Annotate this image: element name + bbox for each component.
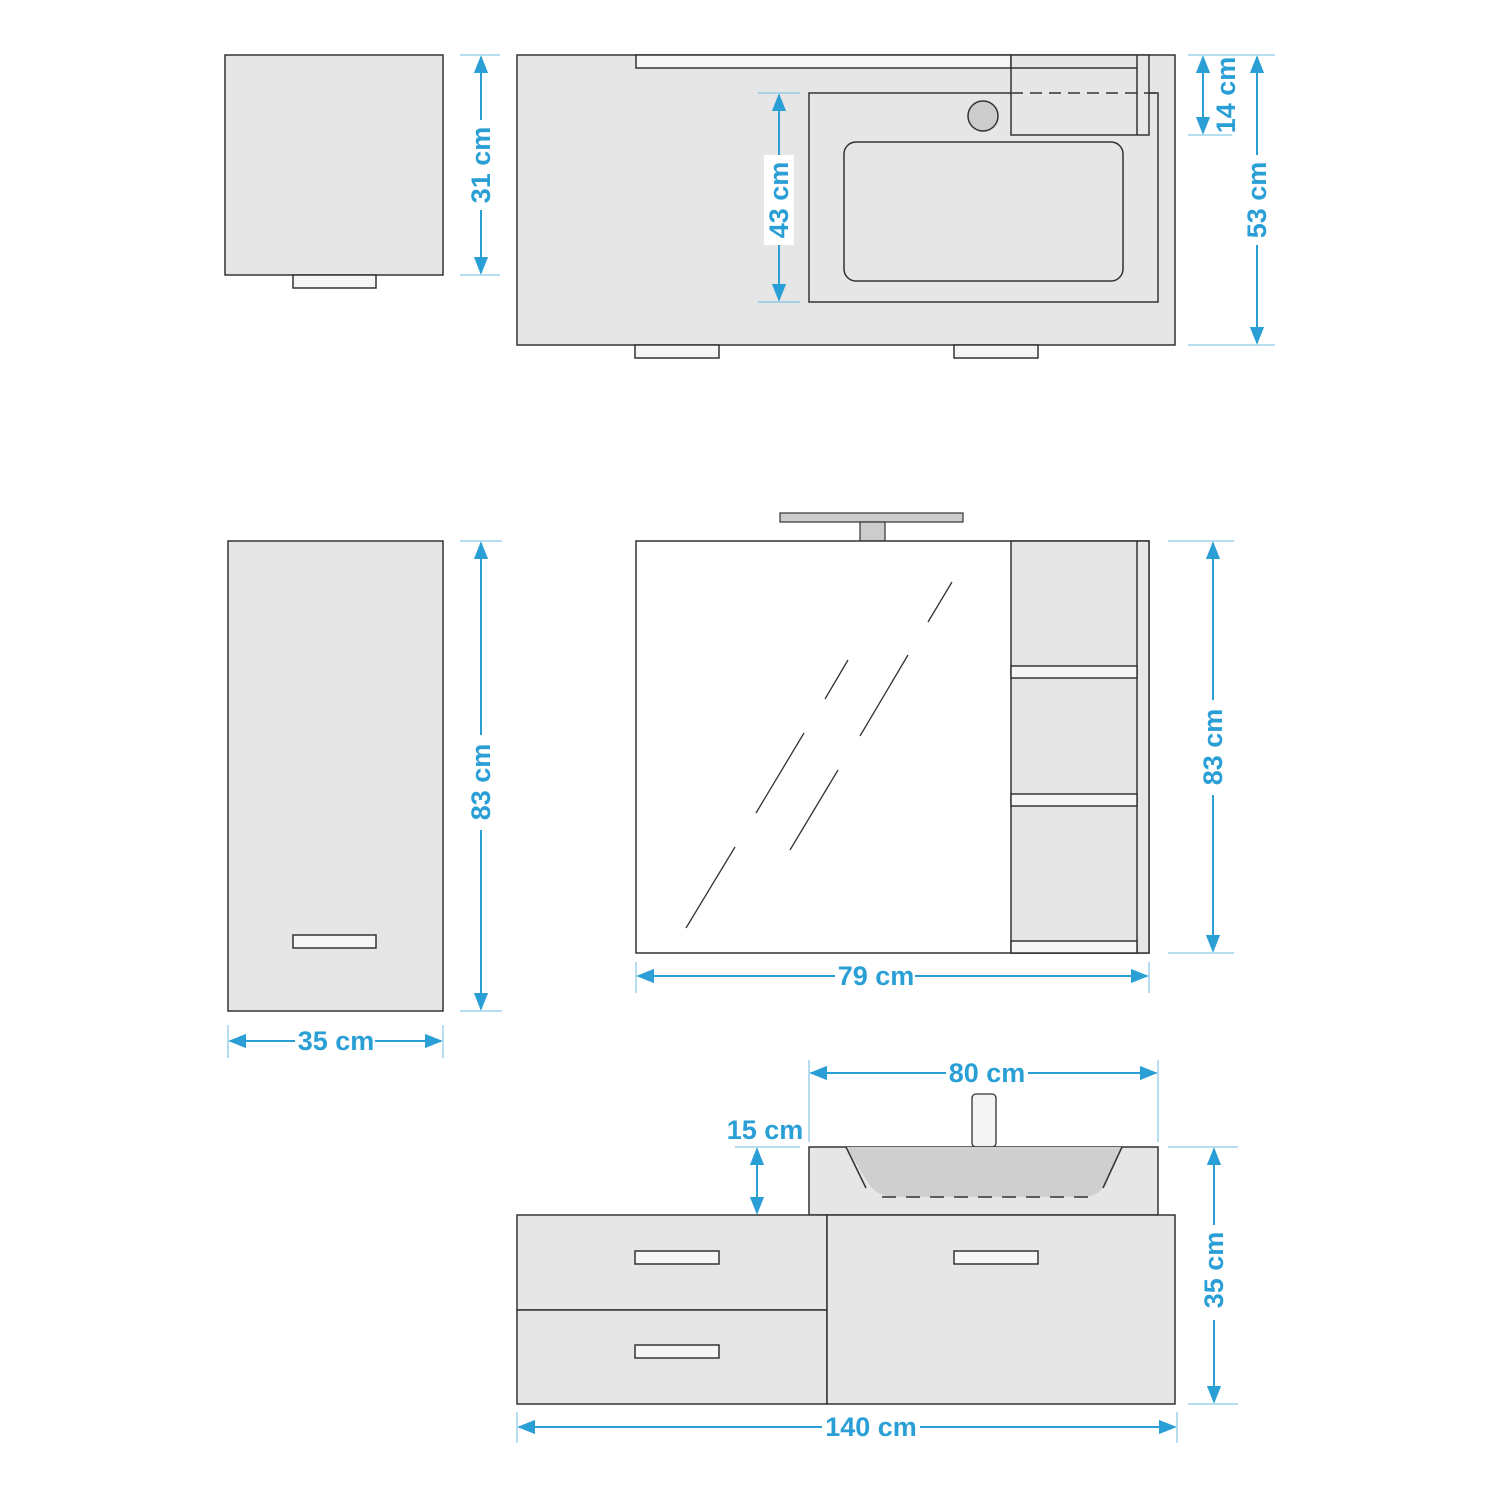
dim-basin-depth: 43 cm [764,162,794,239]
dim-vanity-depth: 53 cm [1242,162,1272,239]
dim-vanity-width: 140 cm [825,1412,917,1442]
dim-tall-cabinet-height: 83 cm [466,744,496,821]
faucet [971,1093,997,1148]
light-bar [779,512,964,523]
dim-mirror-width: 79 cm [838,961,915,991]
tap-hole [967,100,999,132]
mirror-reflection-lines [685,581,953,929]
tall-cabinet [227,540,444,1012]
dim-mirror-height: 83 cm [1198,709,1228,786]
vanity-unit [516,1093,1176,1405]
mirror-cabinet [635,512,1150,954]
dim-basin-width: 80 cm [949,1058,1026,1088]
dim-tall-cabinet-width: 35 cm [298,1026,375,1056]
dim-small-cabinet-depth: 31 cm [466,127,496,204]
dim-basin-height: 15 cm [727,1115,804,1145]
dim-vanity-height: 35 cm [1199,1232,1229,1309]
dim-mirror-depth: 14 cm [1211,57,1241,134]
handle [292,934,377,949]
top-view-vanity [516,54,1176,359]
top-view-small-cabinet [224,54,444,289]
